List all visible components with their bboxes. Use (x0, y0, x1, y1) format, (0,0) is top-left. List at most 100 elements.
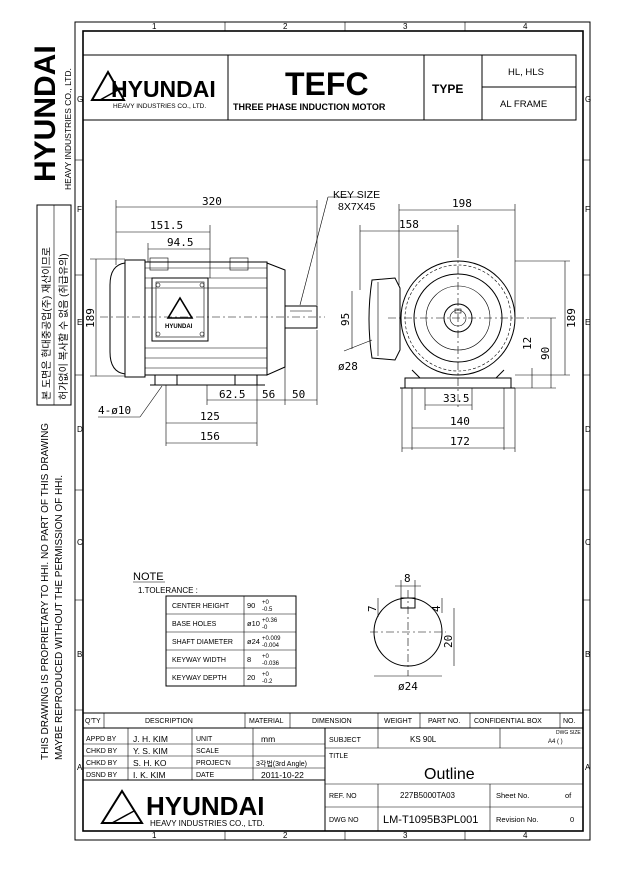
tb-brand: HYUNDAI (146, 791, 264, 821)
col-label: 2 (283, 831, 288, 840)
col-label: 1 (152, 831, 157, 840)
tb-name: J. H. KIM (133, 734, 168, 744)
title-block: Q'TY DESCRIPTION MATERIAL DIMENSION WEIG… (82, 712, 584, 832)
tolerance-upper: +0 (262, 600, 270, 606)
tolerance-value: 8 (247, 655, 251, 664)
tolerance-value: ø10 (247, 619, 260, 628)
dim-50: 50 (292, 388, 305, 401)
tb-field: UNIT (196, 736, 213, 743)
side-korean-1: 본 도면은 현대중공업(주) 재산이므로 (40, 247, 53, 400)
tolerance-value: 90 (247, 601, 255, 610)
shaft-section: 8 7 4 20 ø24 (366, 572, 455, 693)
dim-shaft-24: ø24 (398, 680, 418, 693)
col-label: 3 (403, 22, 408, 31)
tolerance-label: BASE HOLES (172, 621, 217, 628)
tb-dwg-label: DWG NO (329, 817, 359, 824)
dim-320: 320 (202, 195, 222, 208)
tolerance-lower: -0.2 (262, 679, 273, 685)
front-dimensions: KEY SIZE 8X7X45 198 158 95 ø28 189 90 12… (299, 189, 578, 452)
dim-158: 158 (399, 218, 419, 231)
tolerance-upper: +0 (262, 654, 270, 660)
tb-role: APPD BY (86, 736, 117, 743)
header-company: HEAVY INDUSTRIES CO., LTD. (113, 103, 206, 110)
dim-151-5: 151.5 (150, 219, 183, 232)
tb-company: HEAVY INDUSTRIES CO., LTD. (150, 819, 265, 828)
row-label: D (77, 425, 83, 434)
tolerance-label: CENTER HEIGHT (172, 603, 230, 610)
col-label: 1 (152, 22, 157, 31)
tb-value: mm (261, 734, 275, 744)
hyundai-triangle-icon (90, 69, 126, 101)
tb-ref: 227B5000TA03 (400, 791, 456, 800)
row-label: B (77, 650, 82, 659)
dim-156: 156 (200, 430, 220, 443)
tolerance-upper: +0 (262, 672, 270, 678)
col-label: 4 (523, 22, 528, 31)
header-brand: HYUNDAI (111, 76, 216, 102)
tb-header-confidential: CONFIDENTIAL BOX (474, 718, 542, 725)
row-label: C (77, 538, 83, 547)
tb-sheet-of: of (565, 791, 572, 800)
col-label: 3 (403, 831, 408, 840)
dim-key-7: 7 (366, 605, 379, 612)
dim-95: 95 (339, 313, 352, 326)
tolerance-label: KEYWAY WIDTH (172, 657, 226, 664)
dim-198: 198 (452, 197, 472, 210)
tb-header-dim: DIMENSION (312, 718, 352, 725)
tolerance-table: CENTER HEIGHT 90 +0 -0.5 BASE HOLES ø10 … (165, 595, 297, 687)
dim-base-holes: 4-ø10 (98, 404, 131, 417)
tb-field: PROJEC'N (196, 760, 231, 767)
side-company: HEAVY INDUSTRIES CO., LTD. (63, 68, 73, 190)
tb-header-weight: WEIGHT (384, 718, 413, 725)
tb-title: Outline (424, 766, 475, 783)
tolerance-lower: -0.004 (262, 643, 280, 649)
tb-name: I. K. KIM (133, 770, 166, 780)
dim-125: 125 (200, 410, 220, 423)
grid-labels: 1 2 3 4 1 2 3 4 G F E D C B A G F E D C … (77, 22, 591, 840)
tb-name: S. H. KO (133, 758, 167, 768)
side-brand: HYUNDAI (29, 45, 62, 182)
tb-subject: KS 90L (410, 735, 437, 744)
col-label: 2 (283, 22, 288, 31)
row-label: B (585, 650, 590, 659)
dim-189-left: 189 (84, 308, 97, 328)
tolerance-value: ø24 (247, 637, 260, 646)
tb-header-mat: MATERIAL (249, 718, 284, 725)
tb-dwg: LM-T1095B3PL001 (383, 814, 478, 826)
tb-field: SCALE (196, 748, 219, 755)
tb-value: 3각법(3rd Angle) (256, 759, 307, 768)
row-label: E (77, 318, 82, 327)
motor-front-view (368, 250, 530, 410)
dim-140: 140 (450, 415, 470, 428)
row-label: G (585, 95, 591, 104)
side-notice-1: THIS DRAWING IS PROPRIETARY TO HHI. NO P… (40, 423, 51, 760)
dim-94-5: 94.5 (167, 236, 194, 249)
dim-62-5: 62.5 (219, 388, 246, 401)
dim-56: 56 (262, 388, 275, 401)
row-label: D (585, 425, 591, 434)
tb-header-part: PART NO. (428, 718, 460, 725)
nameplate-triangle-icon (166, 296, 194, 319)
tolerance-lower: -0.5 (262, 607, 273, 613)
dim-12: 12 (521, 337, 534, 350)
motor-side-view: HYUNDAI (100, 257, 325, 386)
tb-header-no: NO. (563, 718, 576, 725)
tolerance-label: KEYWAY DEPTH (172, 675, 227, 682)
tb-sheet-label: Sheet No. (496, 791, 529, 800)
tb-a4: A4 ( ) (548, 739, 563, 745)
note-subtitle: 1.TOLERANCE : (138, 586, 198, 595)
row-label: A (77, 763, 83, 772)
row-label: F (77, 205, 82, 214)
key-size-label: KEY SIZE (333, 189, 380, 201)
tb-role: CHKD BY (86, 760, 117, 767)
side-korean-2: 허가없이 복사할 수 없음 (취급유의) (57, 253, 70, 400)
tb-hyundai-triangle-icon (100, 789, 144, 824)
side-notice-2: MAYBE REPRODUCED WITHOUT THE PERMISSION … (54, 475, 65, 760)
tb-subject-label: SUBJECT (329, 737, 362, 744)
tb-header-desc: DESCRIPTION (145, 718, 193, 725)
dim-33-5: 33.5 (443, 392, 470, 405)
header-type-label: TYPE (432, 82, 463, 96)
tb-ref-label: REF. NO (329, 793, 357, 800)
row-label: A (585, 763, 591, 772)
